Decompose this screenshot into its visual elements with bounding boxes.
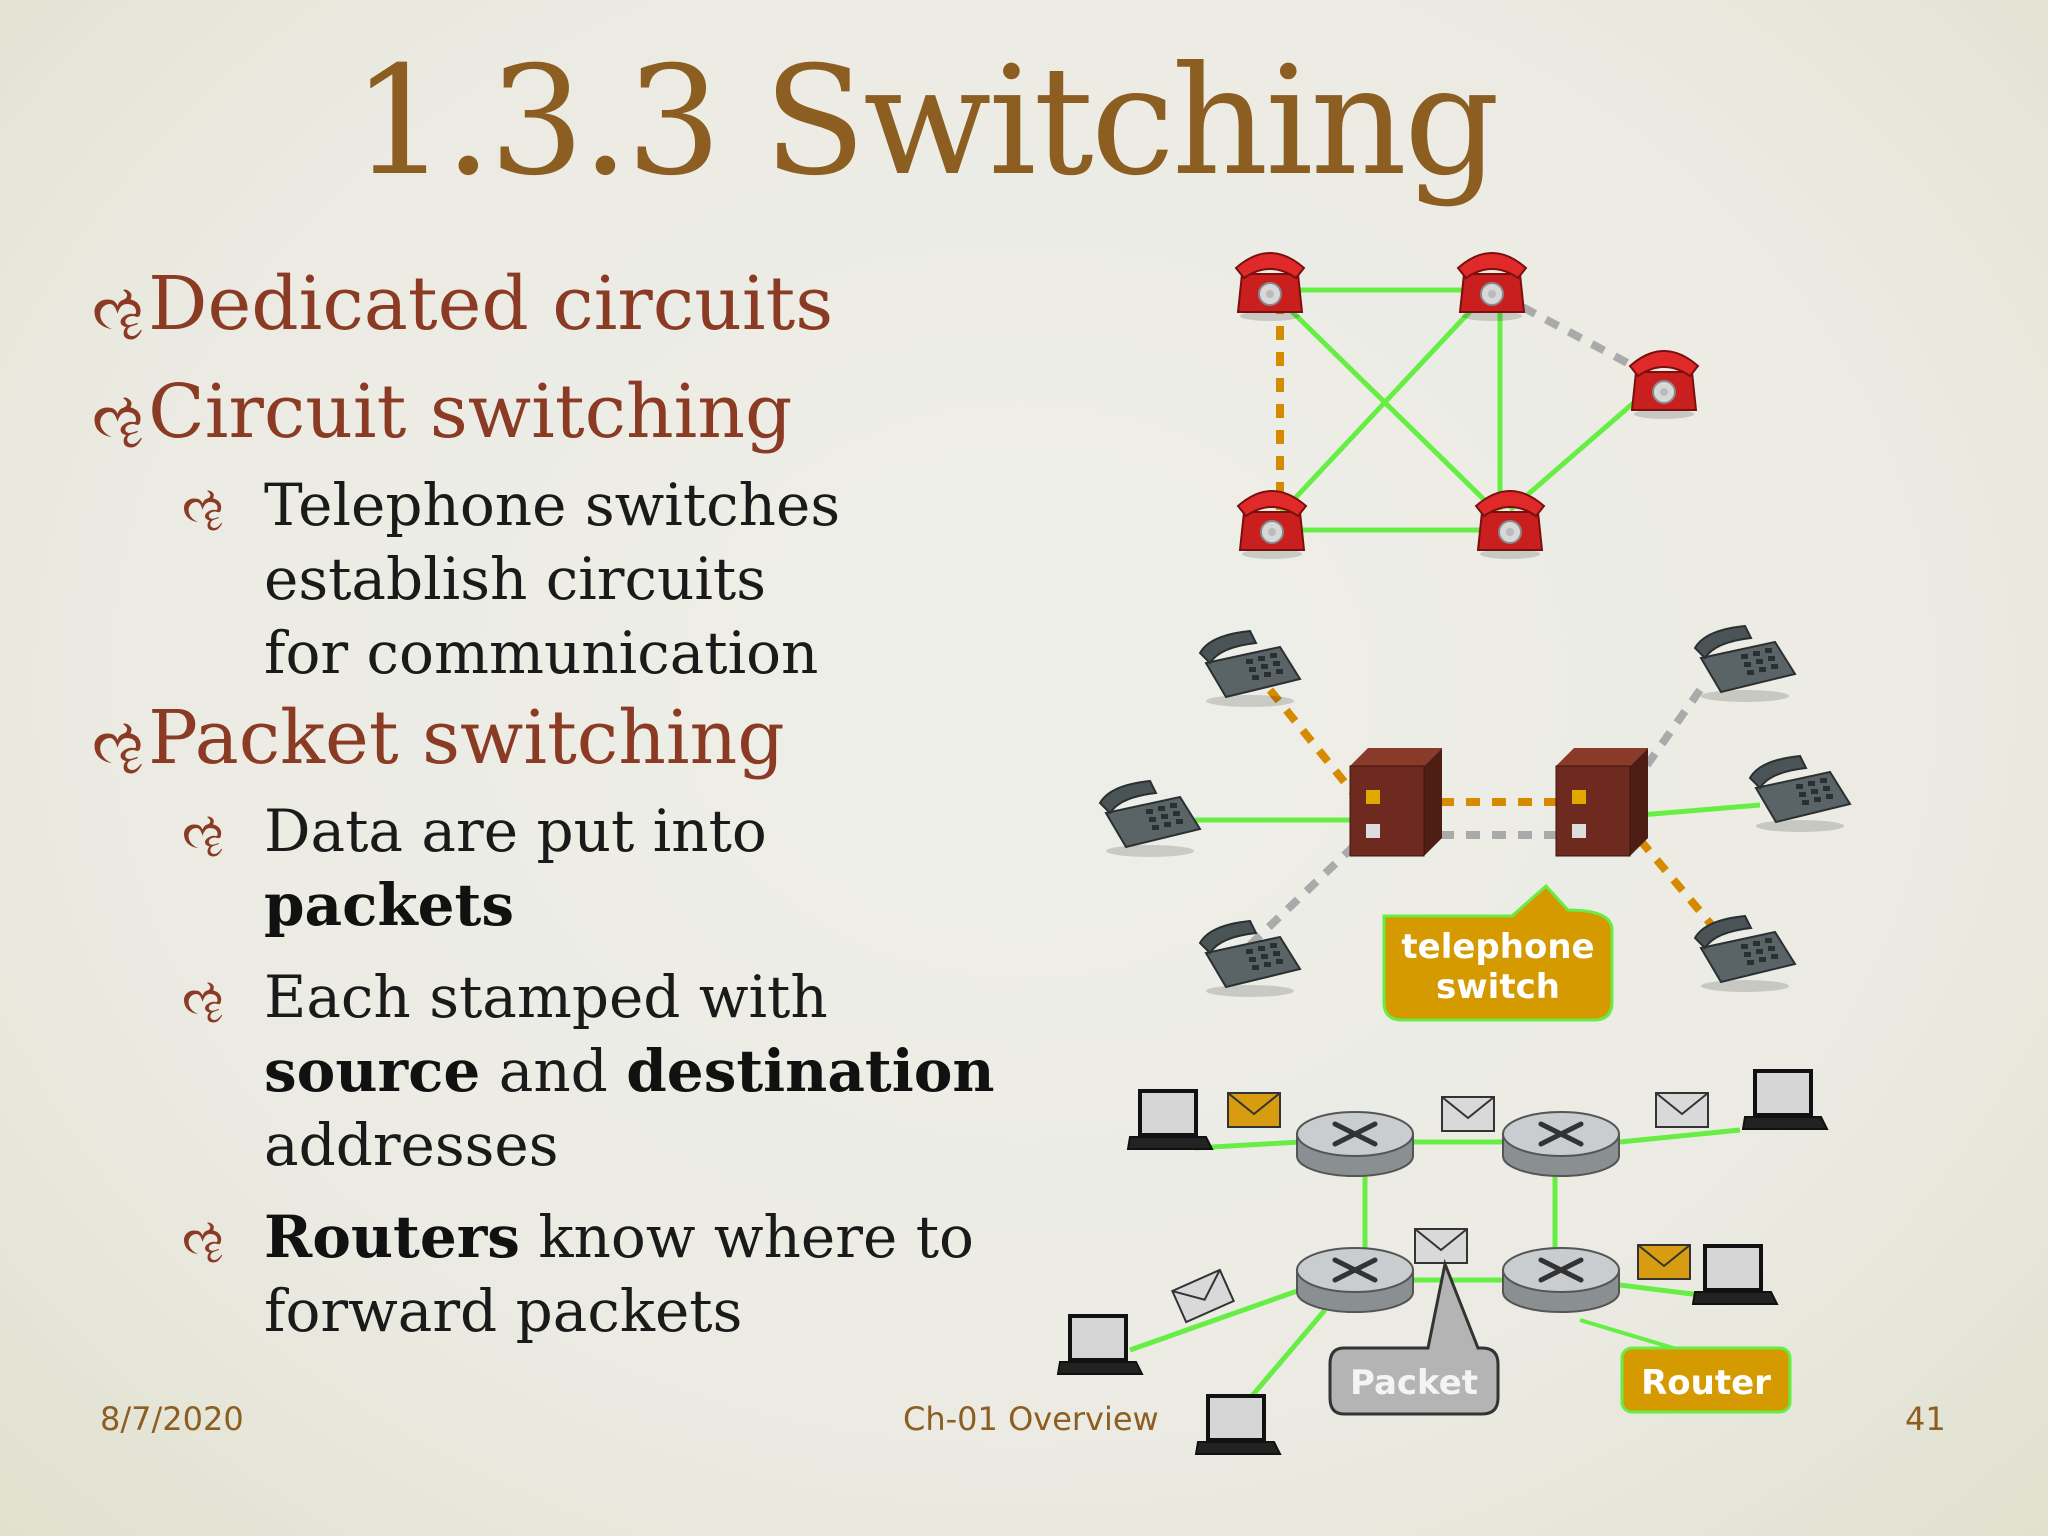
laptop-icon <box>1194 1394 1282 1456</box>
callout-label: Packet <box>1350 1363 1478 1403</box>
router-icon <box>1297 1112 1413 1176</box>
bullet-text: Dedicated circuits <box>148 261 834 347</box>
envelope-icon <box>1414 1228 1468 1264</box>
sub-bullet-line: Data are put into <box>264 797 767 865</box>
red-telephone-icon <box>1475 490 1545 560</box>
laptop-icon <box>1691 1244 1779 1306</box>
bullet-text: Circuit switching <box>148 369 793 455</box>
switch-links <box>1195 687 1761 948</box>
bold-term-source: source <box>264 1037 481 1105</box>
bullet-dedicated-circuits: ૡ Dedicated circuits <box>92 252 1052 360</box>
desk-telephone-icon <box>1694 625 1796 703</box>
router-callout: Router <box>1620 1346 1792 1414</box>
packet-callout: Packet <box>1328 1258 1500 1416</box>
sub-bullet-line: for communication <box>264 619 819 687</box>
envelope-icon <box>1171 1268 1235 1324</box>
red-telephone-icon <box>1629 350 1699 420</box>
desk-telephone-icon <box>1099 780 1201 858</box>
footer-date: 8/7/2020 <box>100 1400 244 1438</box>
router-icon <box>1503 1248 1619 1312</box>
envelope-icon <box>1227 1092 1281 1128</box>
sub-bullet-marker-icon: ૡ <box>182 476 225 534</box>
bullet-circuit-switching: ૡ Circuit switching <box>92 360 1052 468</box>
footer-title: Ch-01 Overview <box>903 1400 1159 1438</box>
callout-label: telephone <box>1401 927 1594 967</box>
desk-telephone-icon <box>1199 920 1301 998</box>
desk-telephone-icon <box>1199 630 1301 708</box>
sub-bullet-marker-icon: ૡ <box>182 1208 225 1266</box>
bold-term-routers: Routers <box>264 1203 520 1271</box>
red-telephone-icon <box>1457 252 1527 322</box>
sub-bullet-line: addresses <box>264 1111 559 1179</box>
sub-bullet-text: know where to <box>519 1203 974 1271</box>
footer-page-number: 41 <box>1905 1400 1946 1438</box>
callout-label: Router <box>1641 1363 1771 1403</box>
sub-bullet-line: establish circuits <box>264 545 766 613</box>
telephone-switch-left-icon <box>1349 748 1442 857</box>
envelope-icon <box>1637 1244 1691 1280</box>
callout-label: switch <box>1436 967 1560 1007</box>
bullet-marker-icon: ૡ <box>92 705 145 778</box>
mesh-links <box>1268 287 1662 533</box>
bullet-list: ૡ Dedicated circuits ૡ Circuit switching… <box>92 252 1052 1348</box>
laptop-icon <box>1056 1314 1144 1376</box>
router-icon <box>1297 1248 1413 1312</box>
sub-bullet-line: Telephone switches <box>264 471 841 539</box>
slide-title: 1.3.3 Switching <box>352 35 1500 209</box>
red-telephone-icon <box>1235 252 1305 322</box>
sub-bullet-data-packets: ૡ Data are put into packets <box>182 794 1052 942</box>
red-telephone-icon <box>1237 490 1307 560</box>
mesh-dashed-gray-link <box>1498 291 1652 379</box>
sub-bullet-line: forward packets <box>264 1277 743 1345</box>
telephone-switch-callout: telephone switch <box>1382 883 1614 1022</box>
telephone-switch-right-icon <box>1555 748 1648 857</box>
sub-bullet-addresses: ૡ Each stamped with source and destinati… <box>182 960 1052 1182</box>
desk-telephone-icon <box>1749 755 1851 833</box>
sub-bullet-line: Each stamped with <box>264 963 828 1031</box>
bullet-text: Packet switching <box>148 695 785 781</box>
packet-network-links <box>1129 1127 1741 1412</box>
desk-telephone-icon <box>1694 915 1796 993</box>
laptop-icon <box>1741 1069 1829 1131</box>
bullet-marker-icon: ૡ <box>92 379 145 452</box>
envelope-icon <box>1655 1092 1709 1128</box>
connector-text: and <box>480 1037 627 1105</box>
router-pointer-line <box>1579 1318 1681 1352</box>
router-icon <box>1503 1112 1619 1176</box>
bullet-packet-switching: ૡ Packet switching <box>92 686 1052 794</box>
bold-term-destination: destination <box>626 1037 995 1105</box>
sub-bullet-telephone-switches: ૡ Telephone switches establish circuits … <box>182 468 1052 690</box>
sub-bullet-marker-icon: ૡ <box>182 968 225 1026</box>
sub-bullet-marker-icon: ૡ <box>182 802 225 860</box>
envelope-icon <box>1441 1096 1495 1132</box>
bullet-marker-icon: ૡ <box>92 271 145 344</box>
sub-bullet-routers: ૡ Routers know where to forward packets <box>182 1200 1052 1348</box>
bold-term-packets: packets <box>264 871 514 939</box>
laptop-icon <box>1126 1089 1214 1151</box>
